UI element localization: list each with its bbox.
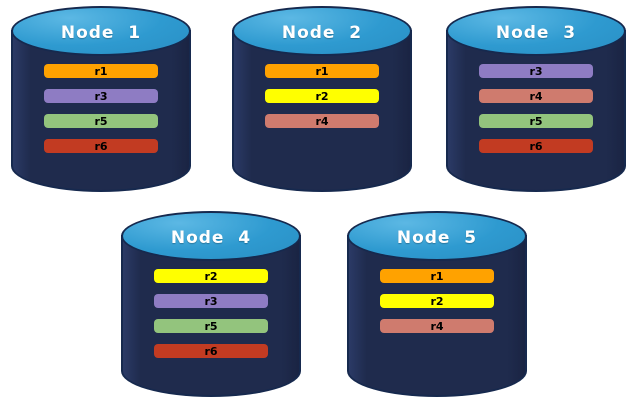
replica-bar-label: r6: [94, 139, 108, 153]
replica-bar-label: r4: [315, 114, 329, 128]
replica-bar-label: r6: [529, 139, 543, 153]
replica-bar-label: r1: [430, 269, 444, 283]
node-4-cylinder-top: Node 4: [121, 211, 301, 261]
node-3-cylinder: Node 3 r3 r4 r5 r6: [446, 6, 626, 192]
replica-bar-r5: r5: [479, 114, 593, 128]
replica-bar-r1: r1: [380, 269, 494, 283]
node-1-cylinder-body: [11, 30, 191, 192]
replica-bar-label: r3: [94, 89, 108, 103]
node-2-cylinder-top: Node 2: [232, 6, 412, 56]
replica-bar-r5: r5: [154, 319, 268, 333]
replica-bar-label: r4: [529, 89, 543, 103]
replica-bar-label: r2: [315, 89, 329, 103]
replica-bar-r1: r1: [44, 64, 158, 78]
node-1-label: Node 1: [60, 22, 142, 43]
replica-bar-r4: r4: [479, 89, 593, 103]
replica-bar-r2: r2: [154, 269, 268, 283]
replica-bar-r6: r6: [154, 344, 268, 358]
replica-bar-r4: r4: [265, 114, 379, 128]
node-5-label: Node 5: [396, 227, 478, 248]
replica-bar-label: r4: [430, 319, 444, 333]
replica-bar-label: r1: [94, 64, 108, 78]
node-1-cylinder-top: Node 1: [11, 6, 191, 56]
replica-bar-r6: r6: [479, 139, 593, 153]
replica-bar-label: r6: [204, 344, 218, 358]
node-5-cylinder-top: Node 5: [347, 211, 527, 261]
node-5-replica-list: r1 r2 r4: [380, 269, 494, 333]
replica-bar-r2: r2: [265, 89, 379, 103]
node-5-cylinder-body: [347, 235, 527, 397]
replica-bar-r1: r1: [265, 64, 379, 78]
node-3-cylinder-top: Node 3: [446, 6, 626, 56]
node-1-replica-list: r1 r3 r5 r6: [44, 64, 158, 153]
replica-bar-label: r3: [204, 294, 218, 308]
node-5-cylinder: Node 5 r1 r2 r4: [347, 211, 527, 397]
node-4-cylinder: Node 4 r2 r3 r5 r6: [121, 211, 301, 397]
node-2-replica-list: r1 r2 r4: [265, 64, 379, 128]
replica-bar-r2: r2: [380, 294, 494, 308]
node-3-cylinder-body: [446, 30, 626, 192]
replica-bar-r4: r4: [380, 319, 494, 333]
node-3-label: Node 3: [495, 22, 577, 43]
replica-bar-r6: r6: [44, 139, 158, 153]
replica-bar-label: r2: [430, 294, 444, 308]
replica-bar-r3: r3: [44, 89, 158, 103]
node-2-cylinder: Node 2 r1 r2 r4: [232, 6, 412, 192]
node-4-label: Node 4: [170, 227, 252, 248]
replica-bar-label: r2: [204, 269, 218, 283]
replica-bar-label: r1: [315, 64, 329, 78]
replica-bar-r5: r5: [44, 114, 158, 128]
node-2-cylinder-body: [232, 30, 412, 192]
replica-bar-label: r5: [94, 114, 108, 128]
node-3-replica-list: r3 r4 r5 r6: [479, 64, 593, 153]
replica-bar-r3: r3: [479, 64, 593, 78]
replica-bar-label: r5: [204, 319, 218, 333]
node-1-cylinder: Node 1 r1 r3 r5 r6: [11, 6, 191, 192]
node-4-cylinder-body: [121, 235, 301, 397]
replica-bar-r3: r3: [154, 294, 268, 308]
node-4-replica-list: r2 r3 r5 r6: [154, 269, 268, 358]
replica-bar-label: r5: [529, 114, 543, 128]
node-2-label: Node 2: [281, 22, 363, 43]
replica-bar-label: r3: [529, 64, 543, 78]
